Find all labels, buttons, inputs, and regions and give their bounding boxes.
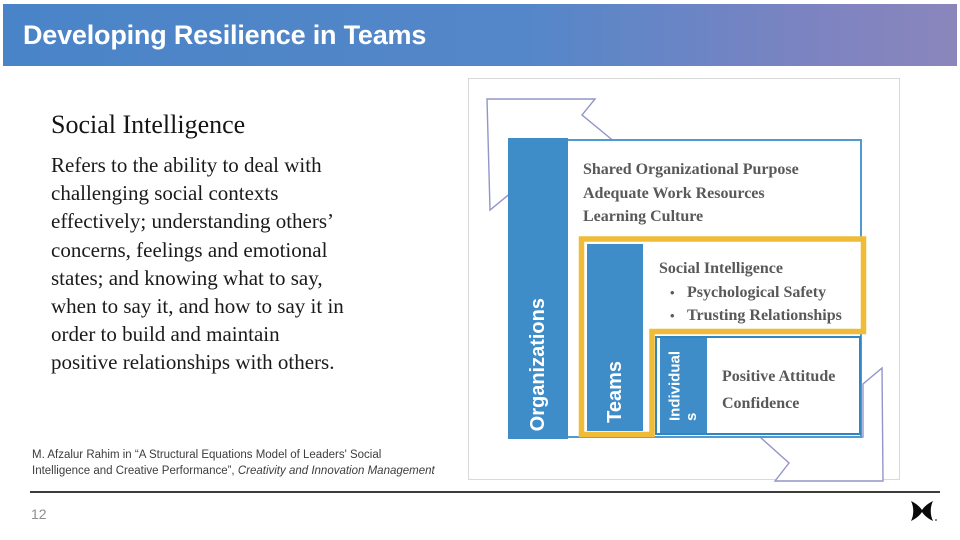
body-line: effectively; understanding others’ (51, 209, 335, 234)
citation-line2: Intelligence and Creative Performance”, … (32, 464, 462, 480)
body-line: Refers to the ability to deal with (51, 153, 322, 177)
individuals-label-line: s (682, 412, 700, 421)
individuals-items: Positive Attitude Confidence (722, 364, 835, 417)
page-number: 12 (31, 506, 47, 522)
body-line: concerns, feelings and emotional (51, 237, 328, 262)
footer-divider (30, 491, 940, 493)
citation-line2-regular: Intelligence and Creative Performance”, (32, 464, 238, 477)
teams-bar: Teams (587, 244, 643, 431)
slide-title: Developing Resilience in Teams (23, 19, 427, 50)
organizations-item: Learning Culture (583, 208, 704, 225)
header-band: Developing Resilience in Teams (3, 4, 957, 66)
individuals-item: Confidence (722, 394, 800, 412)
social-intelligence-block: Social Intelligence • Psychological Safe… (659, 257, 842, 328)
body-line: order to build and maintain (51, 322, 280, 347)
individuals-bar: Individual s (660, 338, 707, 433)
logo-trademark-dot (935, 519, 937, 521)
teams-bullet: Trusting Relationships (687, 307, 842, 324)
body-text: Refers to the ability to deal with chall… (51, 151, 431, 377)
citation: M. Afzalur Rahim in “A Structural Equati… (32, 448, 462, 479)
organizations-item: Adequate Work Resources (583, 184, 765, 202)
bullet-icon: • (670, 308, 675, 323)
citation-line1: M. Afzalur Rahim in “A Structural Equati… (32, 449, 382, 461)
organizations-items: Shared Organizational Purpose Adequate W… (583, 158, 799, 229)
individuals-label-line: Individual (666, 350, 683, 421)
section-heading: Social Intelligence (51, 110, 246, 139)
social-intelligence-heading: Social Intelligence (659, 260, 783, 277)
body-line: positive relationships with others. (51, 350, 335, 375)
citation-journal: Creativity and Innovation Management (237, 464, 435, 477)
individuals-label: Individual s (666, 350, 700, 421)
organizations-bar: Organizations (508, 138, 568, 439)
body-line: challenging social contexts (51, 181, 279, 206)
teams-label: Teams (604, 361, 626, 423)
teams-bullet: Psychological Safety (687, 283, 827, 301)
bullet-icon: • (670, 284, 675, 300)
organizations-label: Organizations (527, 297, 549, 431)
individuals-item: Positive Attitude (722, 368, 836, 385)
body-line: states; and knowing what to say, (51, 265, 323, 290)
individuals-box: Individual s Positive Attitude Confidenc… (655, 336, 861, 435)
organizations-item: Shared Organizational Purpose (583, 161, 799, 178)
bullet-row: • Psychological Safety (670, 281, 842, 305)
x-butterfly-logo-icon (911, 501, 933, 521)
body-line: when to say it, and how to say it in (51, 294, 344, 319)
bullet-row: • Trusting Relationships (670, 304, 842, 328)
